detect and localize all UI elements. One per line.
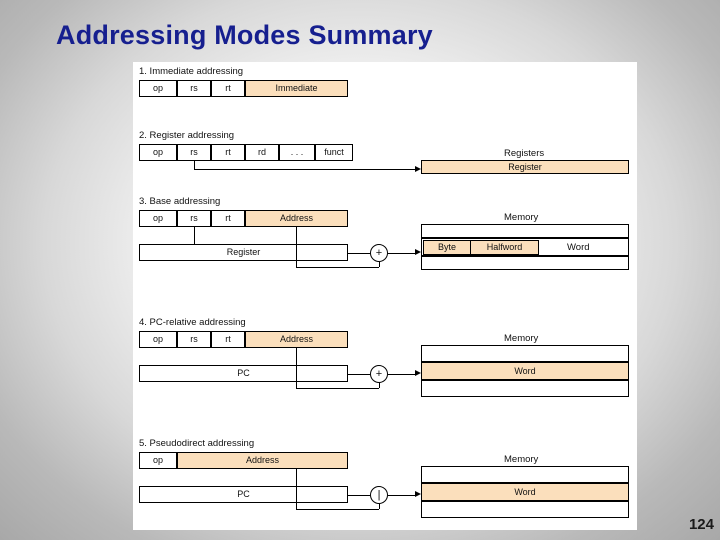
conn-4-addr-v2 (379, 383, 380, 388)
section-heading-1: 1. Immediate addressing (139, 66, 244, 77)
addressing-modes-diagram: 1. Immediate addressing op rs rt Immedia… (133, 62, 637, 530)
field-rt-3: rt (211, 210, 245, 227)
memory-halfword-3: Halfword (471, 239, 539, 255)
label-memory-4: Memory (504, 333, 539, 344)
conn-2-arrow (415, 165, 421, 172)
pc-box-5: PC (139, 486, 348, 503)
conn-3-addr-h (296, 267, 379, 268)
conn-5-addr-v2 (379, 504, 380, 509)
field-rt-1: rt (211, 80, 245, 97)
adder-circle-3: + (370, 244, 388, 262)
label-registers-2: Registers (504, 148, 545, 159)
memory-row-bottom-5 (421, 501, 629, 518)
field-rs-2: rs (177, 144, 211, 161)
memory-row-top-4 (421, 345, 629, 362)
field-rs-3: rs (177, 210, 211, 227)
conn-5-pc-h (348, 494, 370, 496)
concat-circle-5: | (370, 486, 388, 504)
field-op-4: op (139, 331, 177, 348)
field-op-5: op (139, 452, 177, 469)
field-address-3: Address (245, 210, 348, 227)
field-address-4: Address (245, 331, 348, 348)
conn-2-h (194, 169, 416, 170)
conn-4-arrow (415, 370, 421, 376)
conn-5-arrow (415, 491, 421, 497)
conn-3-rs-v (194, 227, 195, 244)
section-heading-3: 3. Base addressing (139, 196, 221, 207)
conn-4-addr-v (296, 348, 297, 388)
section-heading-2: 2. Register addressing (139, 130, 235, 141)
conn-5-addr-v (296, 469, 297, 509)
field-rs-1: rs (177, 80, 211, 97)
field-op-2: op (139, 144, 177, 161)
label-memory-3: Memory (504, 212, 539, 223)
conn-3-addr-v2 (379, 262, 380, 267)
section-heading-5: 5. Pseudodirect addressing (139, 438, 255, 449)
field-rs-4: rs (177, 331, 211, 348)
memory-row-bottom-3 (421, 256, 629, 270)
field-immediate-1: Immediate (245, 80, 348, 97)
section-heading-4: 4. PC-relative addressing (139, 317, 246, 328)
conn-4-pc-h (348, 373, 370, 375)
memory-word-3: Word (567, 242, 590, 253)
register-box-3: Register (139, 244, 348, 261)
memory-word-5: Word (421, 483, 629, 501)
slide-title: Addressing Modes Summary (56, 20, 433, 50)
field-rd-2: rd (245, 144, 279, 161)
conn-2-v1 (194, 161, 195, 169)
memory-row-bottom-4 (421, 380, 629, 397)
pc-box-4: PC (139, 365, 348, 382)
memory-row-top-5 (421, 466, 629, 483)
label-memory-5: Memory (504, 454, 539, 465)
conn-4-out-h (388, 373, 416, 375)
field-funct-2: funct (315, 144, 353, 161)
conn-5-out-h (388, 494, 416, 496)
register-row-2: Register (421, 160, 629, 174)
field-op-1: op (139, 80, 177, 97)
memory-byte-3: Byte (423, 239, 471, 255)
field-rt-4: rt (211, 331, 245, 348)
field-op-3: op (139, 210, 177, 227)
conn-5-addr-h (296, 509, 379, 510)
field-address-5: Address (177, 452, 348, 469)
memory-row-top-3 (421, 224, 629, 238)
conn-3-out-h (388, 252, 416, 254)
field-rt-2: rt (211, 144, 245, 161)
memory-word-4: Word (421, 362, 629, 380)
conn-3-arrow (415, 249, 421, 255)
conn-3-reg-h (348, 252, 370, 254)
field-dots-2: . . . (279, 144, 315, 161)
adder-circle-4: + (370, 365, 388, 383)
page-number: 124 (688, 516, 714, 533)
conn-4-addr-h (296, 388, 379, 389)
conn-3-addr-v (296, 227, 297, 267)
